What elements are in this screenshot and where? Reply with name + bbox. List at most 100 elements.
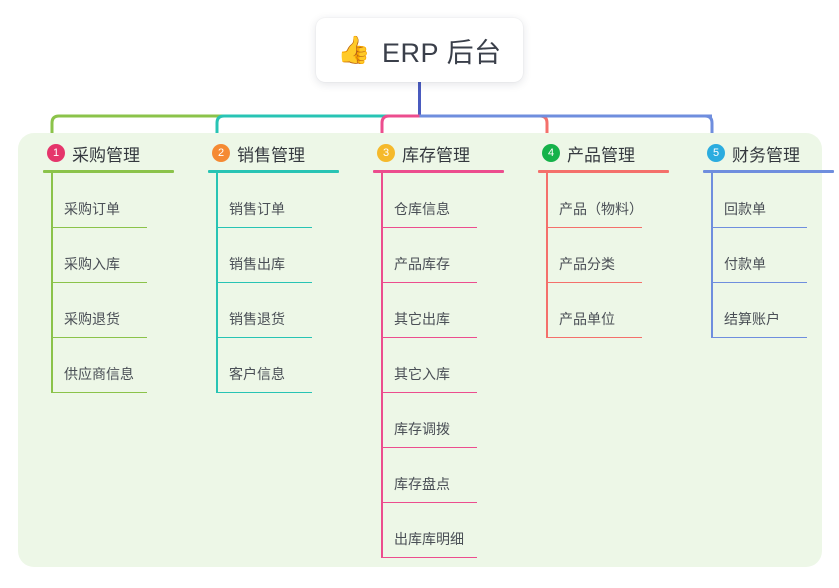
leaf-label: 其它出库 — [394, 311, 450, 327]
leaf-underline — [216, 336, 312, 338]
branch-items: 产品（物料） 产品分类产品单位 — [525, 173, 690, 338]
leaf-underline — [381, 446, 477, 448]
leaf-item[interactable]: 其它出库 — [360, 283, 525, 338]
leaf-label: 供应商信息 — [64, 366, 134, 382]
branch-number-badge: 2 — [212, 144, 230, 162]
leaf-label: 销售出库 — [229, 256, 285, 272]
branch-number-badge: 1 — [47, 144, 65, 162]
branch-header-销售管理[interactable]: 2 销售管理 — [195, 133, 360, 173]
branch-spine — [216, 173, 218, 393]
leaf-label: 产品（物料） — [559, 201, 643, 217]
leaf-underline — [51, 226, 147, 228]
leaf-underline — [546, 226, 642, 228]
branch-columns: 1 采购管理采购订单采购入库采购退货供应商信息 2 销售管理销售订单销售出库销售退货客… — [18, 133, 834, 567]
leaf-item[interactable]: 其它入库 — [360, 338, 525, 393]
branch-column: 4 产品管理产品（物料） 产品分类产品单位 — [525, 133, 690, 338]
leaf-underline — [381, 281, 477, 283]
leaf-item[interactable]: 客户信息 — [195, 338, 360, 393]
leaf-label: 付款单 — [724, 256, 766, 272]
branch-column: 1 采购管理采购订单采购入库采购退货供应商信息 — [30, 133, 195, 393]
leaf-item[interactable]: 产品（物料） — [525, 173, 690, 228]
leaf-underline — [381, 556, 477, 558]
leaf-label: 销售退货 — [229, 311, 285, 327]
leaf-underline — [216, 391, 312, 393]
leaf-item[interactable]: 结算账户 — [690, 283, 839, 338]
leaf-label: 销售订单 — [229, 201, 285, 217]
branch-header-产品管理[interactable]: 4 产品管理 — [525, 133, 690, 173]
leaf-label: 客户信息 — [229, 366, 285, 382]
leaf-underline — [51, 391, 147, 393]
leaf-label: 结算账户 — [724, 311, 780, 327]
branch-items: 仓库信息产品库存其它出库其它入库库存调拨库存盘点出库库明细 — [360, 173, 525, 558]
branch-number-badge: 5 — [707, 144, 725, 162]
leaf-item[interactable]: 销售出库 — [195, 228, 360, 283]
leaf-item[interactable]: 出库库明细 — [360, 503, 525, 558]
leaf-label: 采购订单 — [64, 201, 120, 217]
leaf-label: 回款单 — [724, 201, 766, 217]
leaf-item[interactable]: 产品单位 — [525, 283, 690, 338]
leaf-underline — [51, 281, 147, 283]
leaf-item[interactable]: 采购订单 — [30, 173, 195, 228]
branch-spine — [711, 173, 713, 338]
branch-header-underline — [538, 170, 669, 173]
leaf-underline — [216, 226, 312, 228]
branch-title: 产品管理 — [567, 145, 635, 165]
branch-title: 采购管理 — [72, 145, 140, 165]
branch-header-采购管理[interactable]: 1 采购管理 — [30, 133, 195, 173]
leaf-item[interactable]: 销售退货 — [195, 283, 360, 338]
leaf-underline — [381, 226, 477, 228]
leaf-label: 其它入库 — [394, 366, 450, 382]
leaf-label: 库存盘点 — [394, 476, 450, 492]
leaf-label: 库存调拨 — [394, 421, 450, 437]
root-node[interactable]: 👍 ERP 后台 — [316, 18, 523, 82]
leaf-item[interactable]: 库存调拨 — [360, 393, 525, 448]
leaf-item[interactable]: 供应商信息 — [30, 338, 195, 393]
branch-column: 2 销售管理销售订单销售出库销售退货客户信息 — [195, 133, 360, 393]
leaf-underline — [381, 391, 477, 393]
branch-header-财务管理[interactable]: 5 财务管理 — [690, 133, 839, 173]
leaf-underline — [546, 336, 642, 338]
branch-title: 财务管理 — [732, 145, 800, 165]
branch-number-badge: 3 — [377, 144, 395, 162]
branch-header-underline — [703, 170, 834, 173]
leaf-underline — [711, 281, 807, 283]
leaf-label: 产品库存 — [394, 256, 450, 272]
leaf-item[interactable]: 仓库信息 — [360, 173, 525, 228]
branch-header-underline — [373, 170, 504, 173]
branch-column: 5 财务管理回款单付款单结算账户 — [690, 133, 839, 338]
leaf-underline — [711, 226, 807, 228]
leaf-underline — [381, 501, 477, 503]
branch-spine — [546, 173, 548, 338]
leaf-item[interactable]: 销售订单 — [195, 173, 360, 228]
leaf-underline — [546, 281, 642, 283]
branch-items: 销售订单销售出库销售退货客户信息 — [195, 173, 360, 393]
leaf-label: 出库库明细 — [394, 531, 464, 547]
thumbs-up-icon: 👍 — [337, 34, 372, 65]
leaf-item[interactable]: 采购入库 — [30, 228, 195, 283]
leaf-label: 产品单位 — [559, 311, 615, 327]
leaf-label: 仓库信息 — [394, 201, 450, 217]
leaf-underline — [51, 336, 147, 338]
leaf-item[interactable]: 采购退货 — [30, 283, 195, 338]
branch-number-badge: 4 — [542, 144, 560, 162]
branch-header-underline — [43, 170, 174, 173]
leaf-item[interactable]: 库存盘点 — [360, 448, 525, 503]
leaf-item[interactable]: 回款单 — [690, 173, 839, 228]
branch-items: 回款单付款单结算账户 — [690, 173, 839, 338]
root-title: ERP 后台 — [382, 37, 502, 68]
leaf-item[interactable]: 产品库存 — [360, 228, 525, 283]
branch-title: 销售管理 — [237, 145, 305, 165]
leaf-underline — [381, 336, 477, 338]
leaf-label: 采购入库 — [64, 256, 120, 272]
leaf-item[interactable]: 产品分类 — [525, 228, 690, 283]
leaf-underline — [711, 336, 807, 338]
branch-header-underline — [208, 170, 339, 173]
branch-spine — [381, 173, 383, 558]
branch-spine — [51, 173, 53, 393]
branch-items: 采购订单采购入库采购退货供应商信息 — [30, 173, 195, 393]
leaf-item[interactable]: 付款单 — [690, 228, 839, 283]
leaf-label: 采购退货 — [64, 311, 120, 327]
